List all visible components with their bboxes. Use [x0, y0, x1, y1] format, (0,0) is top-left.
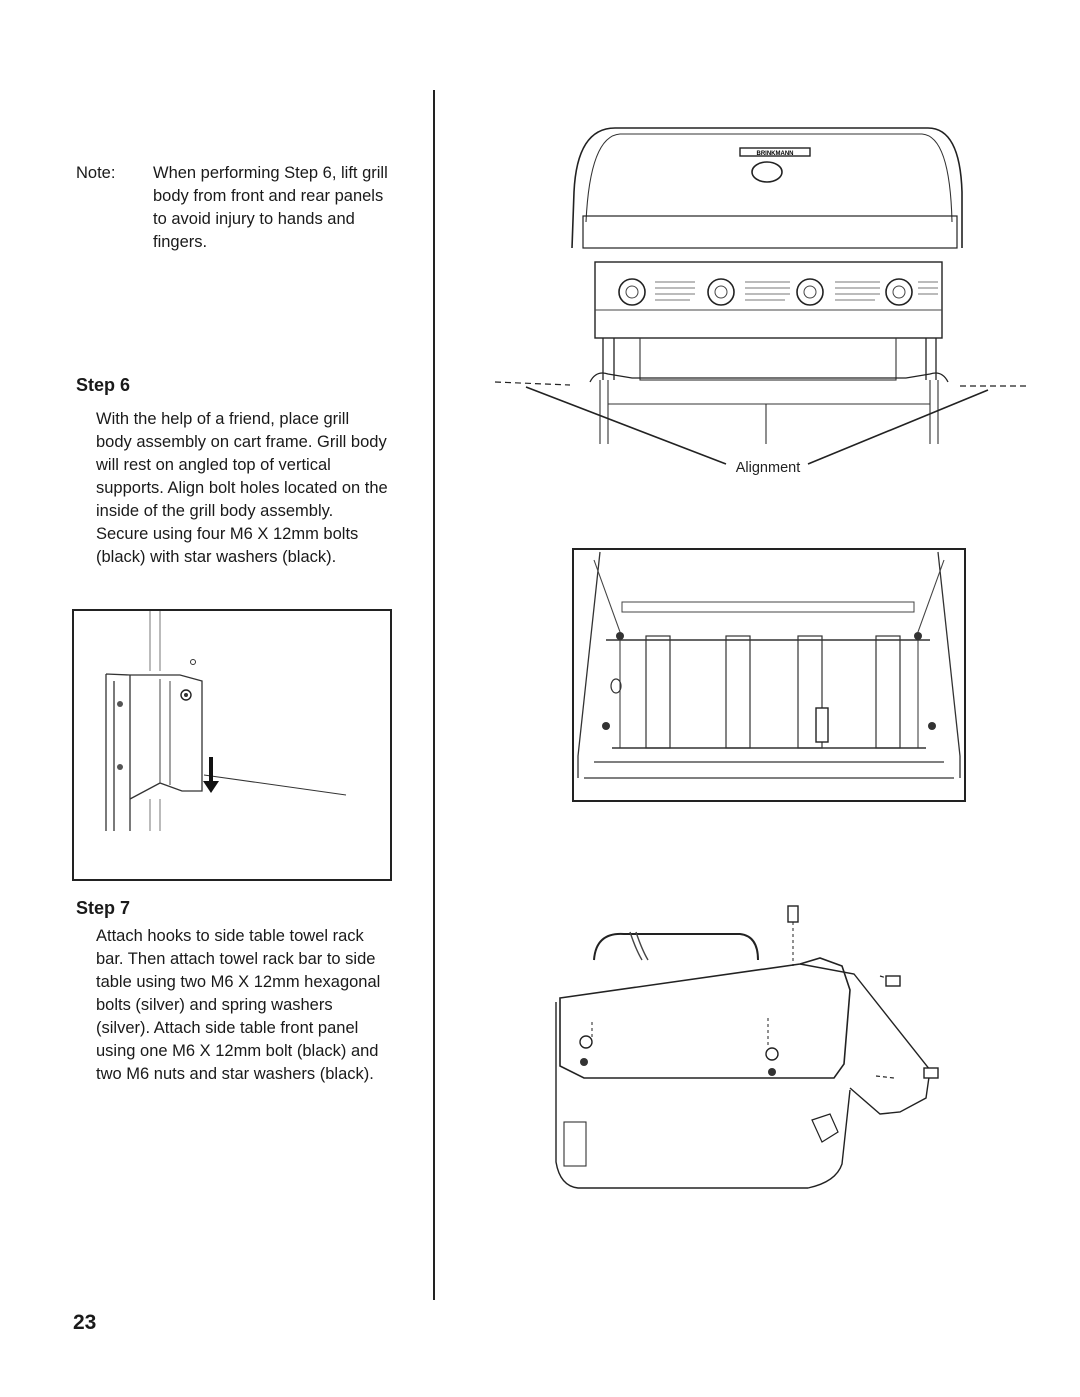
note-label: Note:	[76, 164, 116, 182]
note-text: When performing Step 6, lift grill body …	[153, 164, 388, 251]
side-table-figure	[555, 905, 939, 1189]
step6-heading: Step 6	[76, 375, 131, 395]
step7-body: Attach hooks to side table towel rack ba…	[96, 927, 381, 1083]
step7-heading: Step 7	[76, 898, 131, 918]
grill-front-figure: BRINKMANN Alignment	[494, 127, 1030, 476]
step6-body: With the help of a friend, place grill b…	[96, 410, 388, 566]
column-divider	[433, 90, 435, 1300]
page-number: 23	[73, 1311, 97, 1334]
grill-interior-figure	[572, 548, 966, 802]
alignment-callout-label: Alignment	[736, 460, 800, 476]
grill-brand-label: BRINKMANN	[757, 151, 794, 157]
bracket-detail-figure	[72, 609, 392, 881]
